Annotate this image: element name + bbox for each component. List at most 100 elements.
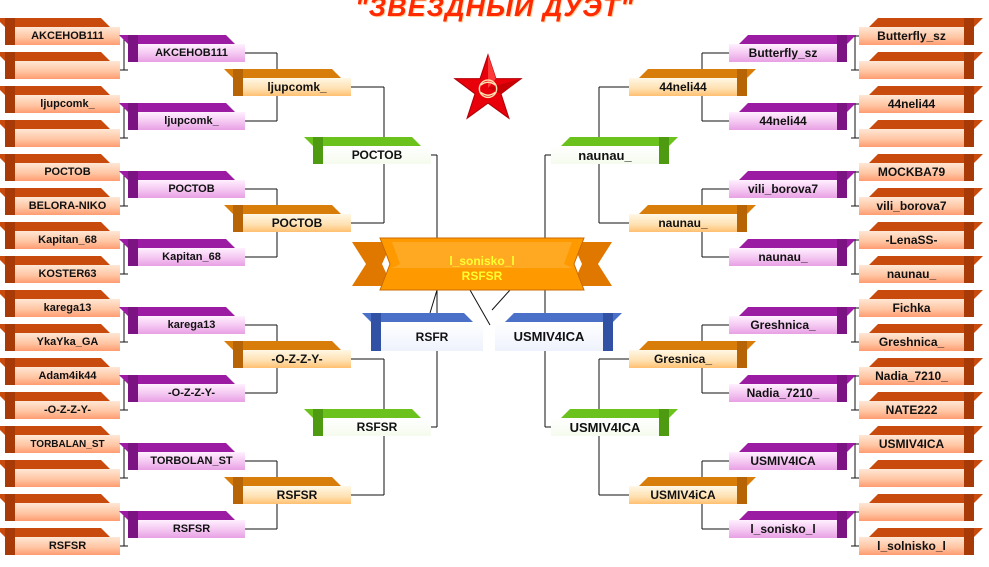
left-r1-slot-13: TORBALAN_ST [0,426,120,453]
right-r1-slot-5: MOCKBA79 [859,154,983,181]
right-r3-slot-2-label: naunau_ [629,214,737,232]
left-r1-slot-6-label: BELORA-NIKO [15,197,120,215]
right-r1-slot-12-label: NATE222 [859,401,964,419]
right-r3-slot-1-label: 44neli44 [629,78,737,96]
left-final-slot-label: RSFR [381,322,483,351]
left-r1-slot-5: РОСТОВ [0,154,120,181]
left-r2-slot-4: Kapitan_68 [119,239,245,266]
left-r1-slot-1: AKCEHOB111 [0,18,120,45]
right-r2-slot-3: vili_borova7 [729,171,856,198]
left-r1-slot-14-label [15,469,120,487]
right-r3-slot-3-label: Gresnica_ [629,350,737,368]
right-r1-slot-14-label [859,469,964,487]
left-r2-slot-3-label: РОСТОВ [138,180,245,198]
left-r1-slot-4 [0,120,120,147]
left-r3-slot-4-label: RSFSR [243,486,351,504]
right-r1-slot-11-label: Nadia_7210_ [859,367,964,385]
left-r2-slot-6: -O-Z-Z-Y- [119,375,245,402]
left-r1-slot-10-label: YkaYka_GA [15,333,120,351]
left-r2-slot-4-label: Kapitan_68 [138,248,245,266]
right-r2-slot-6-label: Nadia_7210_ [729,384,837,402]
left-r3-slot-1-label: ljupcomk_ [243,78,351,96]
right-r2-slot-5: Greshnica_ [729,307,856,334]
right-r1-slot-2-label [859,61,964,79]
right-r2-slot-3-label: vili_borova7 [729,180,837,198]
right-semi-slot-2-label: USMIV4ICA [551,418,659,436]
right-r1-slot-1: Butterfly_sz [859,18,983,45]
left-r2-slot-7: TORBOLAN_ST [119,443,245,470]
right-r1-slot-13-label: USMIV4ICA [859,435,964,453]
right-r1-slot-16-label: l_solnisko_l [859,537,964,555]
left-r2-slot-5-label: karega13 [138,316,245,334]
right-r1-slot-13: USMIV4ICA [859,426,983,453]
left-final-slot: RSFR [362,313,483,351]
right-r1-slot-4 [859,120,983,147]
left-r1-slot-9: karega13 [0,290,120,317]
right-r1-slot-9: Fichka [859,290,983,317]
right-r2-slot-1-label: Butterfly_sz [729,44,837,62]
right-r1-slot-6-label: vili_borova7 [859,197,964,215]
left-r1-slot-9-label: karega13 [15,299,120,317]
right-semi-slot-2: USMIV4ICA [551,409,678,436]
right-r1-slot-8-label: naunau_ [859,265,964,283]
left-r2-slot-2: ljupcomk_ [119,103,245,130]
left-r1-slot-16: RSFSR [0,528,120,555]
right-r1-slot-4-label [859,129,964,147]
right-r1-slot-10: Greshnica_ [859,324,983,351]
left-r2-slot-3: РОСТОВ [119,171,245,198]
right-r1-slot-16: l_solnisko_l [859,528,983,555]
page-title: "ЗВЁЗДНЫЙ ДУЭТ" [354,0,635,22]
left-r3-slot-4: RSFSR [224,477,351,504]
left-r1-slot-2 [0,52,120,79]
right-r2-slot-5-label: Greshnica_ [729,316,837,334]
right-r2-slot-2: 44neli44 [729,103,856,130]
left-r2-slot-2-label: ljupcomk_ [138,112,245,130]
left-r3-slot-1: ljupcomk_ [224,69,351,96]
right-r1-slot-11: Nadia_7210_ [859,358,983,385]
left-r2-slot-1: AKCEHOB111 [119,35,245,62]
left-r1-slot-5-label: РОСТОВ [15,163,120,181]
red-star-icon [453,53,523,120]
right-r3-slot-4: USMIV4iCA [629,477,756,504]
left-r1-slot-15-label [15,503,120,521]
left-r2-slot-1-label: AKCEHOB111 [138,44,245,62]
left-r2-slot-5: karega13 [119,307,245,334]
left-r1-slot-14 [0,460,120,487]
right-r1-slot-7-label: -LenaSS- [859,231,964,249]
right-r1-slot-8: naunau_ [859,256,983,283]
right-r3-slot-1: 44neli44 [629,69,756,96]
right-r1-slot-7: -LenaSS- [859,222,983,249]
left-r1-slot-6: BELORA-NIKO [0,188,120,215]
left-r1-slot-8: KOSTER63 [0,256,120,283]
right-r1-slot-5-label: MOCKBA79 [859,163,964,181]
left-r2-slot-8: RSFSR [119,511,245,538]
left-r3-slot-3: -O-Z-Z-Y- [224,341,351,368]
right-r3-slot-3: Gresnica_ [629,341,756,368]
right-final-slot: USMIV4ICA [495,313,622,351]
left-r3-slot-2-label: РОСТОВ [243,214,351,232]
left-r1-slot-10: YkaYka_GA [0,324,120,351]
left-r1-slot-3-label: ljupcomk_ [15,95,120,113]
right-r3-slot-2: naunau_ [629,205,756,232]
right-r1-slot-9-label: Fichka [859,299,964,317]
champion-player-1: l_sonisko_l [449,254,515,268]
left-r1-slot-13-label: TORBALAN_ST [15,435,120,453]
left-r1-slot-15 [0,494,120,521]
right-r1-slot-6: vili_borova7 [859,188,983,215]
right-r2-slot-4-label: naunau_ [729,248,837,266]
right-r1-slot-10-label: Greshnica_ [859,333,964,351]
left-semi-slot-2-label: RSFSR [323,418,431,436]
right-r3-slot-4-label: USMIV4iCA [629,486,737,504]
left-r1-slot-12: -O-Z-Z-Y- [0,392,120,419]
right-r2-slot-4: naunau_ [729,239,856,266]
right-r1-slot-2 [859,52,983,79]
left-r1-slot-7-label: Kapitan_68 [15,231,120,249]
right-r1-slot-12: NATE222 [859,392,983,419]
right-semi-slot-1-label: naunau_ [551,146,659,164]
left-r1-slot-11: Adam4ik44 [0,358,120,385]
left-semi-slot-1: РОСТОВ [304,137,431,164]
left-r2-slot-8-label: RSFSR [138,520,245,538]
left-r3-slot-2: РОСТОВ [224,205,351,232]
right-r2-slot-7: USMIV4ICA [729,443,856,470]
